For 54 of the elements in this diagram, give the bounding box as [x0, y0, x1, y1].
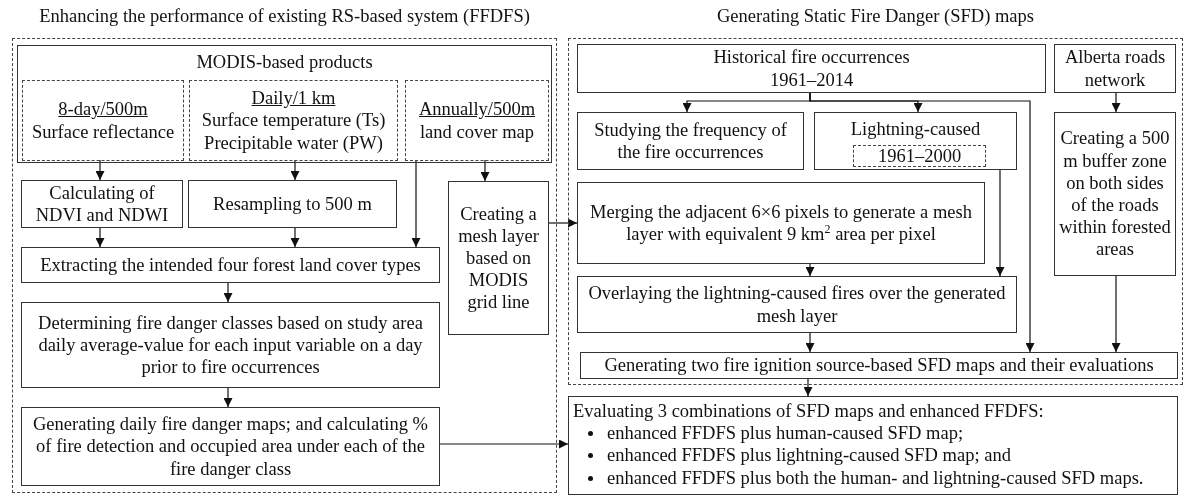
process-box: Creating a 500 m buffer zone on both sides of the roads within forested areas — [1054, 112, 1176, 276]
box-text: 8-day/500m — [58, 98, 148, 121]
box-text: Historical fire occurrences — [713, 46, 910, 69]
process-box — [577, 44, 1046, 93]
process-box: Resampling to 500 m — [188, 180, 397, 228]
arrow — [290, 159, 300, 181]
box-heading: Lightning-caused — [850, 118, 981, 141]
arrow — [805, 332, 815, 353]
bullet-text: enhanced FFDFS plus human-caused SFD map; — [607, 422, 965, 445]
box-text: land cover map — [419, 120, 534, 143]
box-text: 1961–2014 — [769, 68, 854, 91]
process-box: Generating two fire ignition source-based SFD maps and their evaluations — [580, 352, 1178, 379]
process-box: Studying the frequency of the fire occurrences — [577, 112, 804, 170]
process-box: Alberta roads network — [1054, 44, 1176, 93]
process-box: Generating daily fire danger maps; and calculating % of fire detection and occupied area under each of the fire danger class — [21, 407, 440, 486]
arrow — [995, 169, 1005, 277]
process-box: Extracting the intended four forest land cover types — [21, 247, 440, 283]
box-text: Surface temperature (Ts) — [201, 109, 386, 132]
arrow — [95, 227, 105, 248]
process-box — [17, 45, 552, 163]
arrow — [480, 159, 490, 182]
group-heading: Generating Static Fire Danger (SFD) maps — [716, 5, 1035, 28]
arrow — [548, 218, 578, 228]
box-text: Annually/500m — [418, 98, 536, 121]
arrow — [1111, 92, 1121, 113]
process-box — [814, 112, 1017, 170]
arrow — [290, 227, 300, 248]
process-box: Determining fire danger classes based on study area daily average-value for each input variable on a day prior to fire occurrences — [21, 302, 440, 388]
group-heading: Enhancing the performance of existing RS-based system (FFDFS) — [38, 5, 531, 28]
box-text: Precipitable water (PW) — [204, 131, 383, 154]
process-box: Overlaying the lightning-caused fires over the generated mesh layer — [577, 276, 1017, 333]
arrow — [411, 159, 421, 248]
process-box: Merging the adjacent 6×6 pixels to generate a mesh layer with equivalent 9 km$^{2}$ area per pixel — [577, 182, 985, 264]
dashed-box — [22, 80, 184, 161]
box-text: Surface reflectance — [31, 120, 175, 143]
arrow — [805, 263, 815, 277]
box-heading: Evaluating 3 combinations of SFD maps and enhanced FFDFS: — [573, 400, 1044, 423]
arrow — [1111, 275, 1121, 353]
result-box — [568, 396, 1178, 495]
dashed-box — [405, 80, 549, 161]
box-text: Daily/1 km — [251, 87, 336, 110]
arrow — [803, 378, 813, 397]
dashed-box: 1961–2000 — [853, 145, 986, 167]
dashed-box — [189, 80, 398, 161]
box-heading: MODIS-based products — [196, 51, 373, 74]
arrow — [439, 439, 569, 449]
arrow — [223, 282, 233, 303]
process-box: Creating a mesh layer based on MODIS grid line — [448, 181, 549, 335]
arrow — [223, 387, 233, 408]
arrow — [95, 159, 105, 181]
bullet-text: enhanced FFDFS plus lightning-caused SFD map; and — [607, 444, 1012, 467]
process-box: Calculating of NDVI and NDWI — [21, 180, 183, 228]
bullet-text: enhanced FFDFS plus both the human- and lightning-caused SFD maps. — [607, 466, 1144, 489]
arrow — [809, 92, 1035, 353]
